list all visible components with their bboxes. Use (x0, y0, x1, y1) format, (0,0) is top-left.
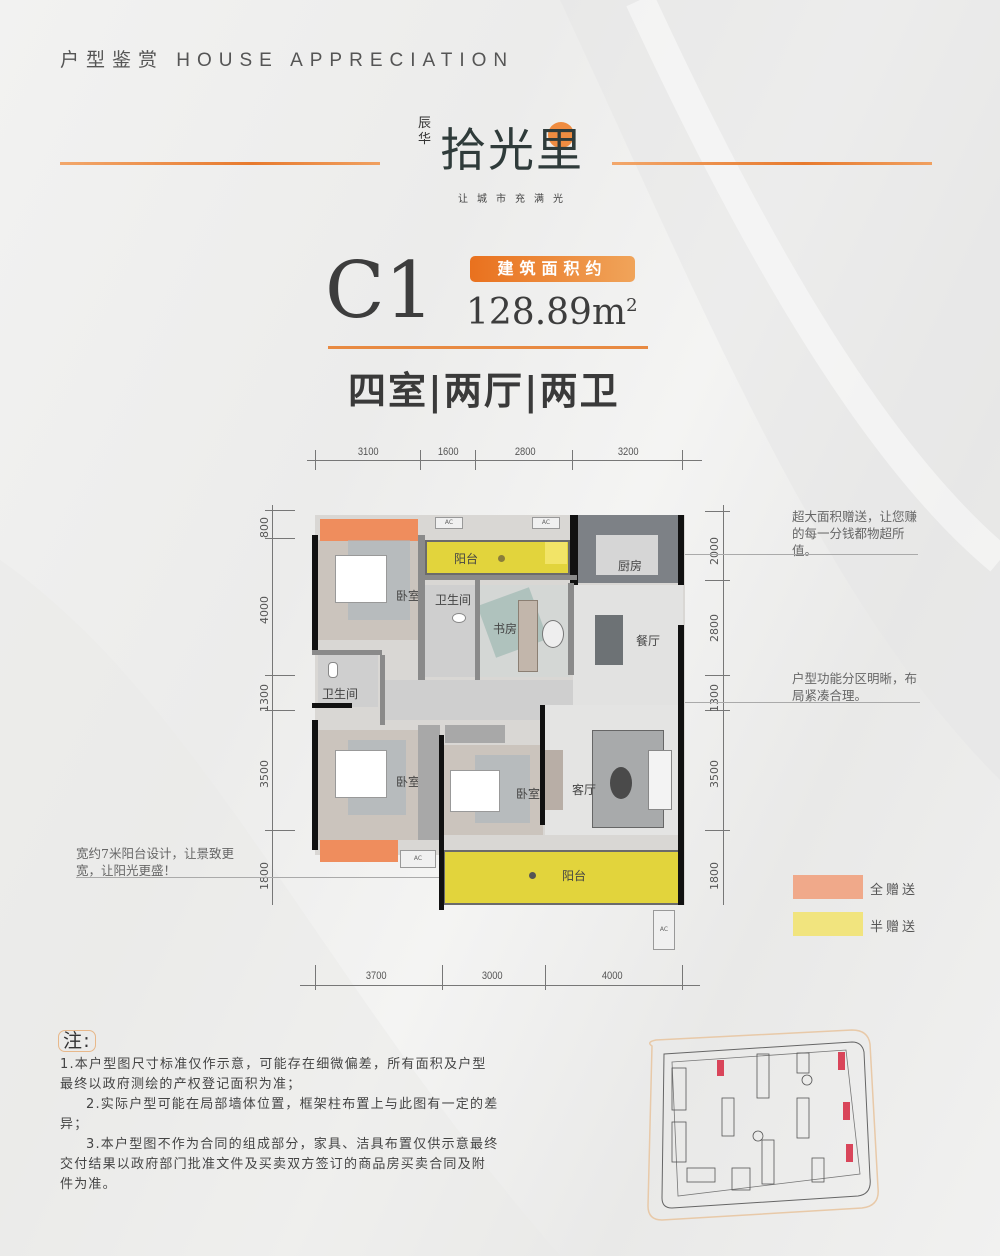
ac-unit-top-2: AC (532, 517, 560, 529)
bay-window-full-gift-2 (320, 840, 398, 862)
balcony-south-half-gift (443, 850, 683, 905)
legend-swatch-half-gift (793, 912, 863, 936)
dim-left-4: 3500 (258, 760, 271, 788)
annotation-balcony: 宽约7米阳台设计，让景致更宽，让阳光更盛！ (76, 846, 234, 878)
annotation-leader-top (510, 554, 918, 555)
logo-name: 拾光里 (440, 123, 584, 177)
chair-icon (542, 620, 564, 648)
bed-icon (335, 555, 387, 603)
room-label-dining: 餐厅 (636, 634, 661, 648)
header-rule-left (60, 162, 380, 165)
dim-right-4: 3500 (708, 760, 721, 788)
desk-icon (518, 600, 538, 672)
unit-code: C1 (325, 246, 435, 336)
floor-plan: 卧室 阳台 AC AC 厨房 卫生间 书房 餐厅 卫生间 卧室 卧室 客厅 阳台 (300, 505, 700, 960)
disclaimer-notes: 注: 1.本户型图尺寸标准仅作示意，可能存在细微偏差，所有面积及户型最终以政府测… (58, 1030, 500, 1195)
dim-bottom-3: 4000 (601, 970, 623, 982)
page-header-title: 户型鉴赏 HOUSE APPRECIATION (60, 50, 515, 71)
logo-slogan: 让城市充满光 (458, 194, 572, 205)
site-plan-map (647, 1029, 879, 1221)
annotation-layout: 户型功能分区明晰，布局紧凑合理。 (792, 671, 918, 703)
dim-bottom-1: 3700 (365, 970, 387, 982)
sofa-icon (648, 750, 672, 810)
room-label-master-bedroom: 卧室 (396, 589, 421, 603)
logo-sun-icon (548, 122, 574, 148)
brand-logo: 辰华 拾光里 让城市充满光 (418, 108, 588, 208)
annotation-leader-left (76, 877, 538, 878)
room-label-bedroom-3: 卧室 (516, 787, 541, 801)
area-unit-superscript: 2 (626, 295, 638, 316)
ac-unit-bottom-1: AC (400, 850, 436, 868)
dim-top-3: 2800 (514, 446, 536, 458)
dim-right-3: 1300 (708, 684, 721, 712)
dining-table-icon (595, 615, 623, 665)
bed-icon-3 (450, 770, 500, 812)
legend-label-full-gift: 全赠送 (870, 883, 919, 898)
room-label-study: 书房 (493, 622, 518, 636)
bed-icon-2 (335, 750, 387, 798)
header-rule-right (612, 162, 932, 165)
note-item-1: 1.本户型图尺寸标准仅作示意，可能存在细微偏差，所有面积及户型最终以政府测绘的产… (60, 1057, 487, 1092)
dim-top-4: 3200 (617, 446, 639, 458)
dim-bottom-2: 3000 (481, 970, 503, 982)
dim-left-5: 1800 (258, 862, 271, 890)
ac-unit-bottom-2: AC (653, 910, 675, 950)
coffee-table-icon (610, 767, 632, 799)
legend-swatch-full-gift (793, 875, 863, 899)
toilet-icon-2 (328, 662, 338, 678)
note-item-2: 2.实际户型可能在局部墙体位置，框架柱布置上与此图有一定的差异； (60, 1097, 499, 1132)
room-layout-summary: 四室|两厅|两卫 (348, 368, 620, 413)
room-label-kitchen: 厨房 (618, 559, 643, 573)
layout-divider (328, 346, 648, 349)
room-label-balcony-north: 阳台 (454, 552, 479, 566)
room-label-bedroom-2: 卧室 (396, 775, 421, 789)
area-number: 128.89m (466, 292, 627, 333)
annotation-leader-mid (512, 702, 920, 703)
room-label-living: 客厅 (572, 783, 597, 797)
area-value: 128.89m2 (466, 292, 638, 333)
toilet-icon (452, 613, 466, 623)
room-label-balcony-south: 阳台 (562, 869, 587, 883)
dim-right-5: 1800 (708, 862, 721, 890)
dim-right-1: 2000 (708, 537, 721, 565)
area-badge: 建筑面积约 (470, 256, 635, 282)
notes-title: 注: (58, 1030, 96, 1052)
note-item-3: 3.本户型图不作为合同的组成部分，家具、洁具布置仅供示意最终交付结果以政府部门批… (60, 1137, 499, 1192)
ac-unit-top-1: AC (435, 517, 463, 529)
dim-top-1: 3100 (357, 446, 379, 458)
room-label-bathroom-2: 卫生间 (322, 687, 359, 701)
dim-right-2: 2800 (708, 614, 721, 642)
logo-brand-prefix: 辰华 (418, 116, 432, 147)
tv-cabinet-icon (545, 750, 563, 810)
dim-top-2: 1600 (437, 446, 459, 458)
bay-window-full-gift (320, 519, 418, 541)
room-label-bathroom-1: 卫生间 (435, 593, 472, 607)
annotation-gift-area: 超大面积赠送，让您赚的每一分钱都物超所值。 (792, 509, 918, 558)
dim-left-2: 4000 (258, 596, 271, 624)
legend-label-half-gift: 半赠送 (870, 920, 919, 935)
dim-left-1: 800 (258, 517, 271, 538)
dim-left-3: 1300 (258, 684, 271, 712)
